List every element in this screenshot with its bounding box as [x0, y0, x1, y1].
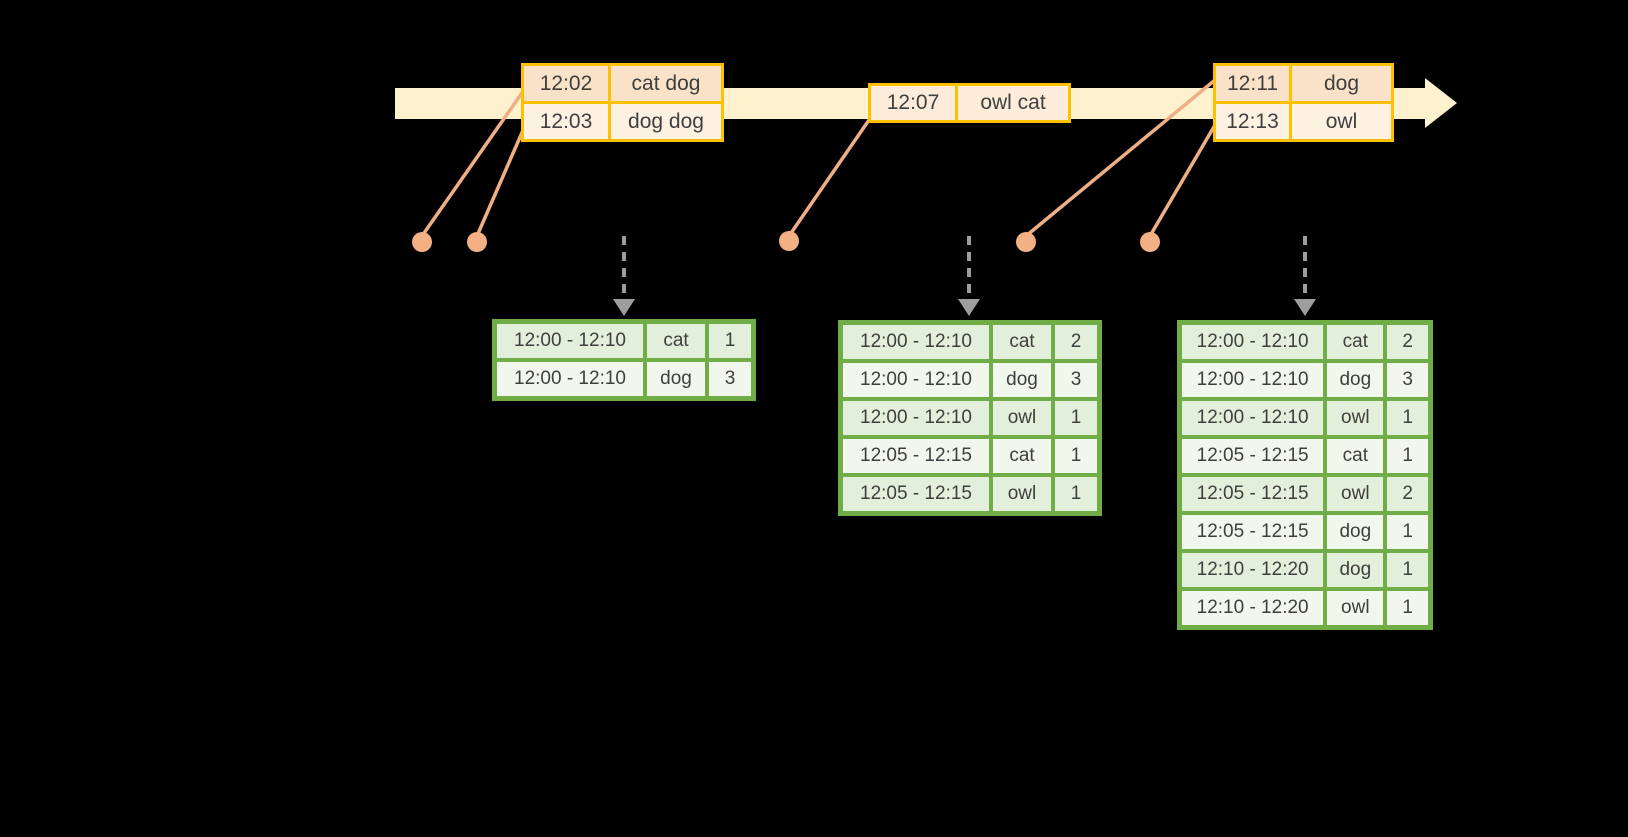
- event-words-cell: owl cat: [958, 86, 1068, 120]
- window-cell: 12:00 - 12:10: [1182, 325, 1324, 359]
- result-table-2: 12:00 - 12:10 cat 2 12:00 - 12:10 dog 3 …: [838, 320, 1102, 516]
- word-cell: dog: [1327, 553, 1384, 587]
- event-connector-line: [1024, 78, 1217, 238]
- word-cell: dog: [1327, 363, 1384, 397]
- count-cell: 1: [1387, 515, 1428, 549]
- trigger-arrowhead-icon: [958, 299, 980, 316]
- word-cell: owl: [1327, 591, 1384, 625]
- event-dot-icon: [779, 231, 799, 251]
- event-dot-icon: [1016, 232, 1036, 252]
- count-cell: 3: [1387, 363, 1428, 397]
- word-cell: owl: [1327, 401, 1384, 435]
- trigger-arrowhead-icon: [613, 299, 635, 316]
- word-cell: cat: [647, 324, 705, 358]
- count-cell: 1: [1387, 439, 1428, 473]
- window-cell: 12:05 - 12:15: [843, 439, 989, 473]
- event-time-cell: 12:11: [1216, 66, 1289, 101]
- count-cell: 2: [1055, 325, 1097, 359]
- count-cell: 2: [1387, 325, 1428, 359]
- result-table-3: 12:00 - 12:10 cat 2 12:00 - 12:10 dog 3 …: [1177, 320, 1433, 630]
- event-time-cell: 12:03: [524, 104, 608, 139]
- event-dot-icon: [467, 232, 487, 252]
- timeline-arrowhead-icon: [1425, 78, 1457, 128]
- word-cell: dog: [647, 362, 705, 396]
- count-cell: 1: [1387, 401, 1428, 435]
- window-cell: 12:05 - 12:15: [1182, 477, 1324, 511]
- event-time-cell: 12:02: [524, 66, 608, 101]
- word-cell: dog: [1327, 515, 1384, 549]
- window-cell: 12:10 - 12:20: [1182, 591, 1324, 625]
- window-cell: 12:00 - 12:10: [1182, 363, 1324, 397]
- event-words-cell: dog: [1292, 66, 1391, 101]
- word-cell: cat: [993, 439, 1051, 473]
- window-cell: 12:05 - 12:15: [1182, 439, 1324, 473]
- window-cell: 12:00 - 12:10: [843, 363, 989, 397]
- window-cell: 12:00 - 12:10: [843, 401, 989, 435]
- event-words-cell: owl: [1292, 104, 1391, 139]
- window-cell: 12:05 - 12:15: [1182, 515, 1324, 549]
- event-connector-line: [475, 127, 526, 237]
- count-cell: 3: [709, 362, 751, 396]
- trigger-arrowhead-icon: [1294, 299, 1316, 316]
- window-cell: 12:00 - 12:10: [497, 362, 643, 396]
- count-cell: 3: [1055, 363, 1097, 397]
- word-cell: dog: [993, 363, 1051, 397]
- event-connector-line: [1148, 124, 1217, 237]
- result-table-1: 12:00 - 12:10 cat 1 12:00 - 12:10 dog 3: [492, 319, 756, 401]
- window-cell: 12:00 - 12:10: [497, 324, 643, 358]
- window-cell: 12:00 - 12:10: [1182, 401, 1324, 435]
- event-time-cell: 12:13: [1216, 104, 1289, 139]
- event-dot-icon: [412, 232, 432, 252]
- count-cell: 1: [709, 324, 751, 358]
- event-connector-line: [787, 119, 871, 237]
- event-time-cell: 12:07: [871, 86, 955, 120]
- count-cell: 1: [1055, 401, 1097, 435]
- word-cell: cat: [1327, 325, 1384, 359]
- count-cell: 2: [1387, 477, 1428, 511]
- count-cell: 1: [1387, 553, 1428, 587]
- window-cell: 12:05 - 12:15: [843, 477, 989, 511]
- count-cell: 1: [1387, 591, 1428, 625]
- word-cell: owl: [1327, 477, 1384, 511]
- event-table-2: 12:07 owl cat: [868, 83, 1071, 123]
- word-cell: owl: [993, 401, 1051, 435]
- word-cell: owl: [993, 477, 1051, 511]
- event-connector-line: [420, 88, 526, 238]
- event-table-1: 12:02 cat dog 12:03 dog dog: [521, 63, 724, 142]
- event-words-cell: cat dog: [611, 66, 721, 101]
- count-cell: 1: [1055, 477, 1097, 511]
- word-cell: cat: [1327, 439, 1384, 473]
- event-dot-icon: [1140, 232, 1160, 252]
- count-cell: 1: [1055, 439, 1097, 473]
- event-words-cell: dog dog: [611, 104, 721, 139]
- window-cell: 12:10 - 12:20: [1182, 553, 1324, 587]
- event-table-3: 12:11 dog 12:13 owl: [1213, 63, 1394, 142]
- word-cell: cat: [993, 325, 1051, 359]
- window-cell: 12:00 - 12:10: [843, 325, 989, 359]
